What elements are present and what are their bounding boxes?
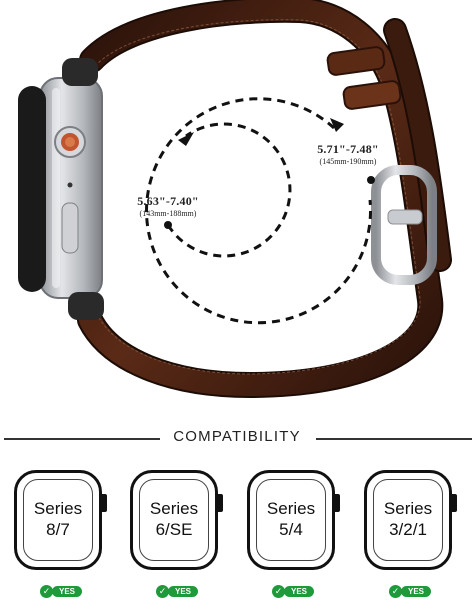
compatibility-title: COMPATIBILITY <box>173 428 301 445</box>
band-keepers <box>326 46 402 110</box>
watch-card-series-6-se: Series 6/SE <box>130 470 230 574</box>
yes-badge: ✓ YES <box>156 585 200 598</box>
yes-badge: ✓ YES <box>272 585 316 598</box>
buckle-icon <box>371 165 437 285</box>
model-label: Series 6/SE <box>149 499 199 539</box>
crown-icon <box>102 494 107 512</box>
compatibility-header: COMPATIBILITY <box>0 424 474 452</box>
divider-left <box>4 438 160 440</box>
size-large-mm: (145mm-190mm) <box>319 157 377 166</box>
watch-outline-icon <box>364 470 452 570</box>
watch-outline-icon <box>14 470 102 570</box>
size-small-mm: (143mm-188mm) <box>139 209 197 218</box>
check-icon: ✓ <box>272 585 285 598</box>
divider-right <box>316 438 472 440</box>
watch-card-series-5-4: Series 5/4 <box>247 470 347 574</box>
watch-card-series-3-2-1: Series 3/2/1 <box>364 470 464 574</box>
watch-outline-icon <box>130 470 218 570</box>
crown-icon <box>335 494 340 512</box>
yes-badge: ✓ YES <box>389 585 433 598</box>
watch-outline-icon <box>247 470 335 570</box>
size-circles <box>145 97 375 325</box>
crown-icon <box>218 494 223 512</box>
size-small-inches: 5.63"-7.40" <box>137 194 199 208</box>
size-label-small: 5.63"-7.40" (143mm-188mm) <box>130 194 206 218</box>
check-icon: ✓ <box>389 585 402 598</box>
size-label-large: 5.71"-7.48" (145mm-190mm) <box>308 142 388 166</box>
product-illustration <box>18 0 452 399</box>
size-large-inches: 5.71"-7.48" <box>317 142 379 156</box>
check-icon: ✓ <box>40 585 53 598</box>
watch-card-series-8-7: Series 8/7 <box>14 470 114 574</box>
model-label: Series 5/4 <box>266 499 316 539</box>
check-icon: ✓ <box>156 585 169 598</box>
crown-icon <box>452 494 457 512</box>
model-label: Series 8/7 <box>33 499 83 539</box>
yes-badge: ✓ YES <box>40 585 84 598</box>
model-label: Series 3/2/1 <box>383 499 433 539</box>
watch-case <box>18 58 104 320</box>
